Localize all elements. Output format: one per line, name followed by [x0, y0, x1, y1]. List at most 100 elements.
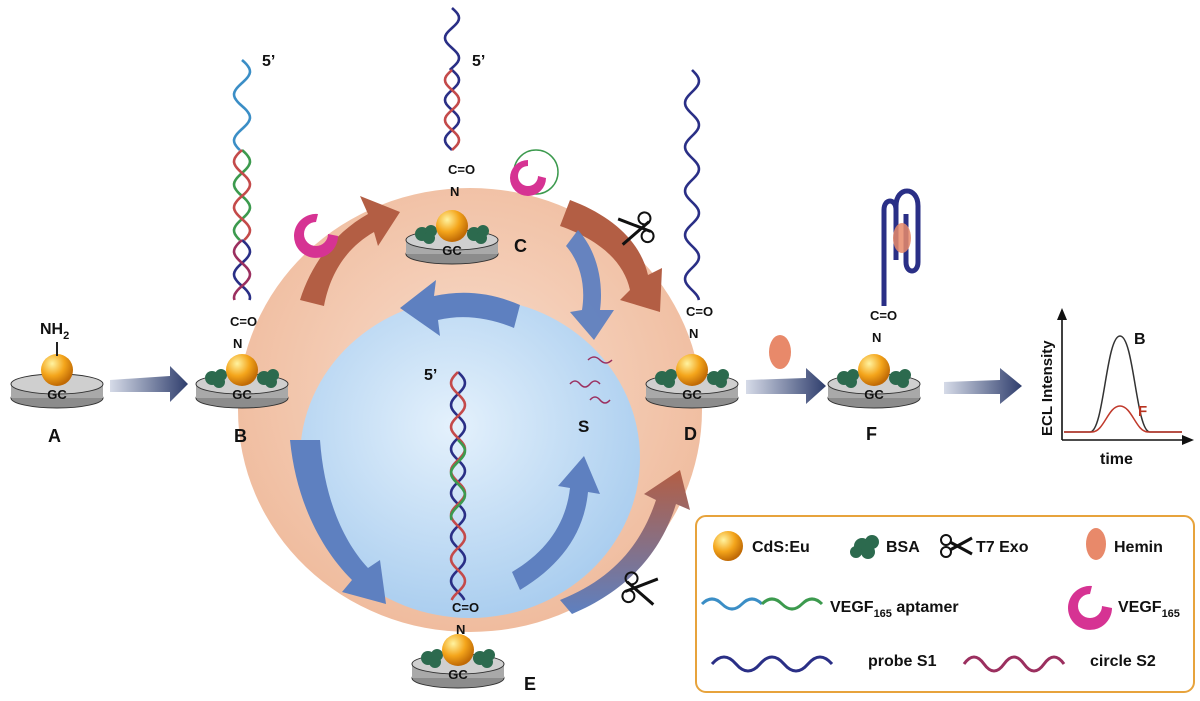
legend: CdS:Eu BSA T7 Exo Hemin VEGF165 aptamer … [695, 515, 1195, 693]
helix-strand [443, 69, 461, 151]
s-label: S [578, 417, 589, 436]
cds-nanoparticle [41, 354, 73, 386]
station-f: C=O N F [866, 188, 921, 444]
hemin-free [769, 335, 791, 369]
station-e: 5’ C=O N E [424, 367, 536, 694]
process-arrow-d-f [746, 368, 826, 404]
curve-f-label: F [1138, 403, 1147, 420]
helix-strand [449, 371, 467, 601]
linker-n-b: N [233, 336, 242, 351]
bsa-cluster [257, 369, 279, 388]
bsa-cluster [889, 369, 911, 388]
helix-strand [443, 7, 461, 71]
linker-n-d: N [689, 326, 698, 341]
bsa-cluster [421, 649, 443, 668]
legend-aptamer-icon [700, 597, 764, 611]
legend-circle-label: circle S2 [1090, 653, 1156, 670]
legend-circle-icon [962, 655, 1066, 673]
station-a: NH2 A [40, 321, 69, 446]
curve-b-label: B [1134, 331, 1146, 348]
station-label-f: F [866, 424, 877, 444]
linker-co-e: C=O [452, 600, 479, 615]
cycle-arrow-blue-right [566, 230, 614, 340]
legend-bsa-label: BSA [886, 539, 920, 556]
electrode-label: GC [232, 387, 252, 402]
legend-bsa-icon [850, 535, 879, 559]
electrode-label: GC [864, 387, 884, 402]
legend-t7-label: T7 Exo [976, 539, 1029, 556]
linker-n-c: N [450, 184, 459, 199]
helix-strand [232, 59, 252, 151]
bsa-cluster [655, 369, 677, 388]
vegf-aptamer-complex [510, 149, 559, 196]
legend-aptamer-icon-tail [760, 597, 824, 611]
five-prime-e: 5’ [424, 367, 437, 384]
helix-strand [683, 69, 701, 301]
electrode: GC [405, 210, 499, 265]
curve-b [1064, 335, 1182, 433]
cds-nanoparticle [226, 354, 258, 386]
legend-probe-icon [710, 655, 834, 673]
cds-nanoparticle [436, 210, 468, 242]
bsa-cluster [473, 649, 495, 668]
scissors-icon [617, 211, 655, 246]
strand-c-top [443, 7, 461, 71]
cycle-arrow-brown-lower-right [560, 470, 690, 614]
free-strand-2 [569, 380, 601, 388]
vegf-in-complex-icon [510, 160, 546, 196]
free-strand-1 [587, 356, 613, 364]
legend-vegf-icon [1068, 585, 1112, 630]
electrode: GC [411, 634, 505, 689]
strand-c-duplex [443, 69, 461, 151]
electrode-label: GC [442, 243, 462, 258]
strand-e-duplex [449, 371, 467, 601]
strand-b-duplex [232, 149, 252, 241]
legend-aptamer-label: VEGF165 aptamer [830, 599, 959, 620]
station-b: 5’ C=O N B [230, 53, 275, 446]
nh2-label: NH2 [40, 321, 69, 342]
linker-n-e: N [456, 622, 465, 637]
bsa-cluster [707, 369, 729, 388]
electrode-label: GC [47, 387, 67, 402]
dna-strands [232, 7, 701, 601]
hemin-in-hairpin [893, 223, 911, 253]
hairpin-probe [881, 188, 921, 306]
electrode-label: GC [448, 667, 468, 682]
plot-y-label: ECL Intensity [1039, 340, 1056, 436]
bsa-cluster [467, 225, 489, 244]
plot-y-arrow [1057, 308, 1067, 320]
legend-probe-label: probe S1 [868, 653, 937, 670]
helix-strand [232, 149, 252, 241]
helix-strand [232, 149, 252, 241]
process-arrow-a-b [110, 366, 188, 402]
linker-co-d: C=O [686, 304, 713, 319]
station-label-c: C [514, 236, 527, 256]
floating-items [294, 149, 791, 369]
station-c: 5’ C=O N C [448, 53, 527, 256]
legend-cds-label: CdS:Eu [752, 539, 810, 556]
helix-strand [232, 239, 252, 301]
strand-b-aptamer-top [232, 59, 252, 151]
linker-co-c: C=O [448, 162, 475, 177]
five-prime-b: 5’ [262, 53, 275, 70]
linker-n-f: N [872, 330, 881, 345]
cycle-arrow-blue-lower-right [512, 456, 600, 590]
strand-d-probe [683, 69, 701, 301]
electrode: GC [10, 354, 104, 409]
free-strand-3 [589, 396, 611, 404]
legend-hemin-label: Hemin [1114, 539, 1163, 556]
legend-box [695, 515, 1195, 693]
ecl-plot: B F ECL Intensity time [1039, 308, 1194, 468]
helix-strand [232, 239, 252, 301]
plot-x-arrow [1182, 435, 1194, 445]
cds-nanoparticle [676, 354, 708, 386]
process-arrows [110, 366, 1022, 404]
bsa-cluster [415, 225, 437, 244]
curve-f [1064, 405, 1182, 433]
electrode: GC [827, 354, 921, 409]
released-s2: S [569, 356, 613, 436]
bsa-cluster [837, 369, 859, 388]
strand-e-green [449, 439, 467, 521]
